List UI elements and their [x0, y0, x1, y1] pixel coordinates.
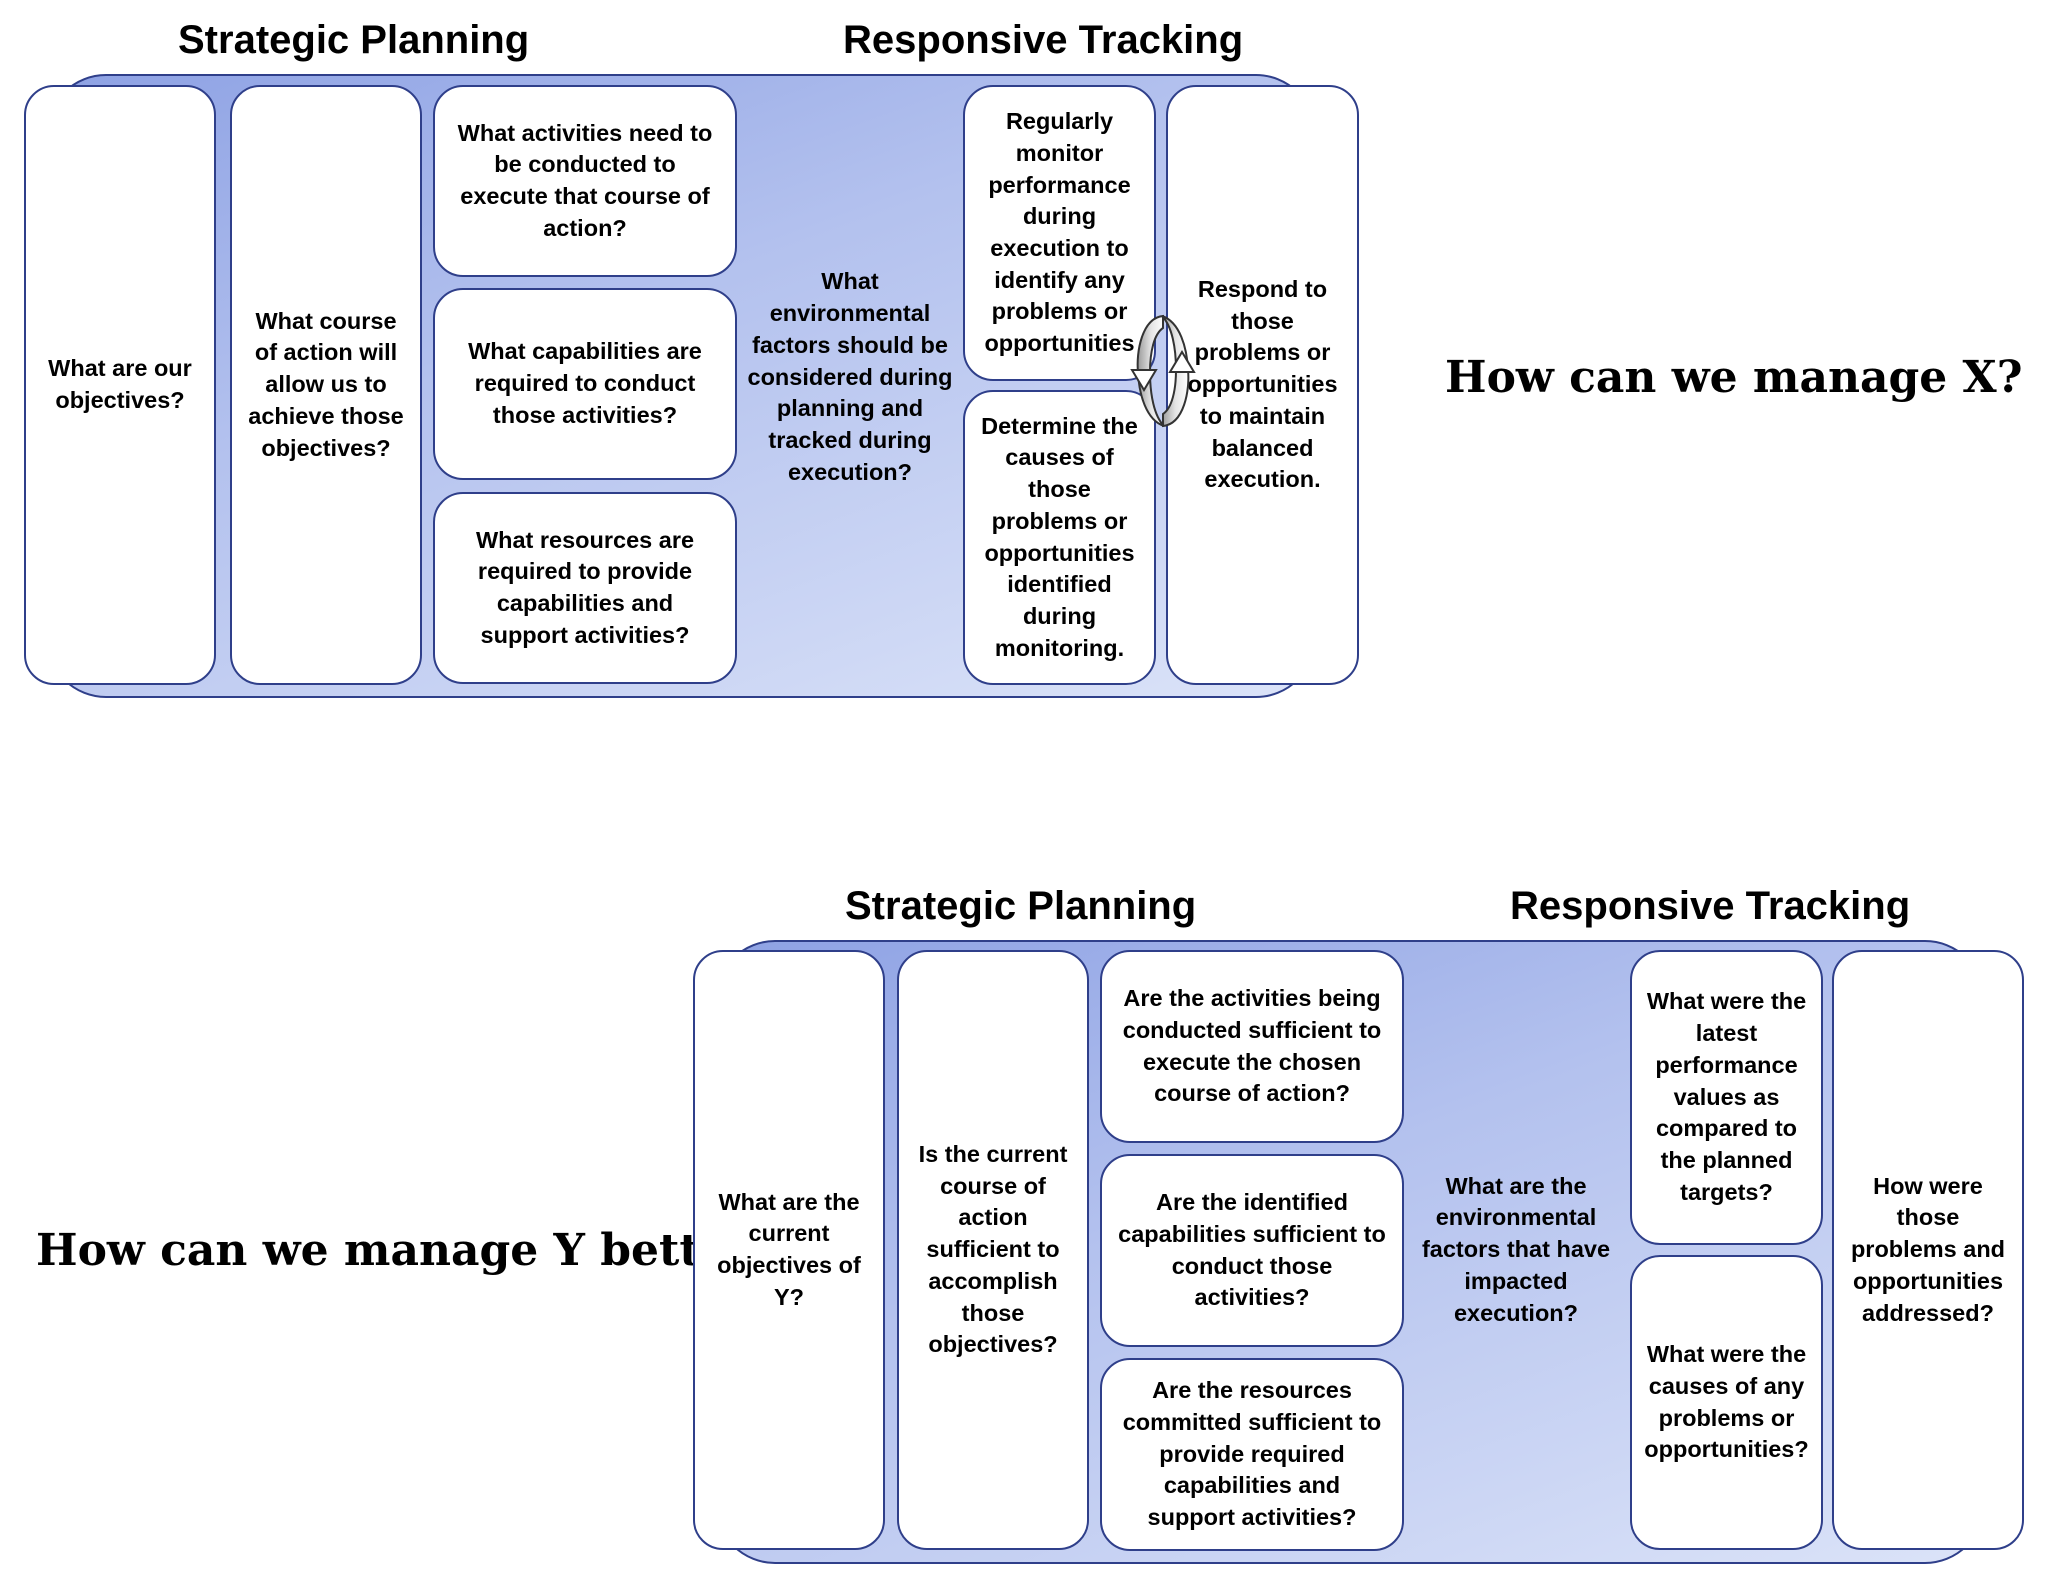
- question-manage-x: How can we manage X?: [1445, 352, 2023, 403]
- box-course-x: What course of action will allow us to a…: [230, 85, 422, 685]
- refresh-cycle-icon: [1130, 314, 1196, 428]
- header-strategic-planning-x: Strategic Planning: [178, 18, 530, 62]
- box-addressed-y: How were those problems and opportunitie…: [1832, 950, 2024, 1550]
- box-causes-y: What were the causes of any problems or …: [1630, 1255, 1823, 1550]
- box-objectives-x: What are our objectives?: [24, 85, 216, 685]
- box-objectives-y: What are the current objectives of Y?: [693, 950, 885, 1550]
- box-performance-y: What were the latest performance values …: [1630, 950, 1823, 1245]
- box-respond-x: Respond to those problems or opportuniti…: [1166, 85, 1359, 685]
- text-environment-y: What are the environmental factors that …: [1421, 1172, 1611, 1326]
- header-responsive-tracking-x: Responsive Tracking: [843, 18, 1244, 62]
- box-course-y: Is the current course of action sufficie…: [897, 950, 1089, 1550]
- box-activities-x: What activities need to be conducted to …: [433, 85, 737, 277]
- text-environment-x: What environmental factors should be con…: [747, 268, 953, 485]
- box-capabilities-y: Are the identified capabilities sufficie…: [1100, 1154, 1404, 1347]
- box-activities-y: Are the activities being conducted suffi…: [1100, 950, 1404, 1143]
- box-resources-y: Are the resources committed sufficient t…: [1100, 1358, 1404, 1551]
- box-resources-x: What resources are required to provide c…: [433, 492, 737, 684]
- header-strategic-planning-y: Strategic Planning: [845, 884, 1197, 928]
- box-capabilities-x: What capabilities are required to conduc…: [433, 288, 737, 480]
- question-manage-y: How can we manage Y better?: [36, 1225, 777, 1276]
- box-monitor-x: Regularly monitor performance during exe…: [963, 85, 1156, 381]
- header-responsive-tracking-y: Responsive Tracking: [1510, 884, 1911, 928]
- box-causes-x: Determine the causes of those problems o…: [963, 390, 1156, 685]
